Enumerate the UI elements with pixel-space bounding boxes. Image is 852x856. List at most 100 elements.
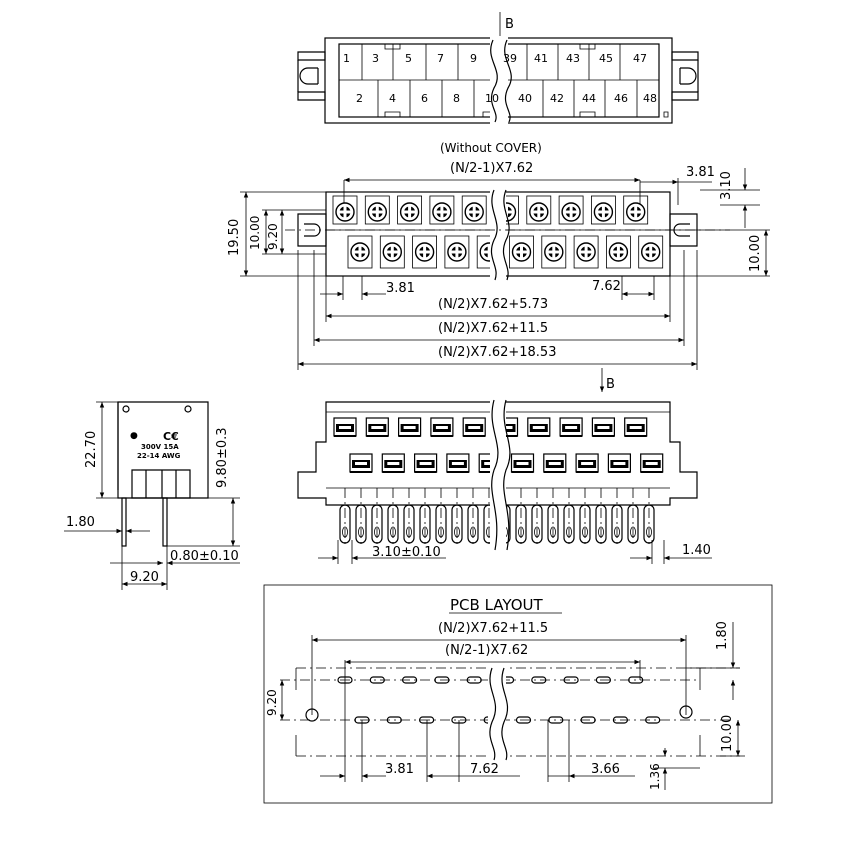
terminal-cell [379,235,405,269]
clip-icon [445,453,470,473]
bottom-pin-label: 46 [614,92,628,105]
pcb-pad-top [466,676,482,684]
pcb-pad-top [402,676,418,684]
top-pin-label: 1 [343,52,350,65]
terminal-cell [429,195,455,225]
terminal-cell [412,235,438,269]
pcb-span-outer: (N/2)X7.62+11.5 [438,621,548,636]
screw-icon [464,202,484,222]
bottom-pin-label: 4 [389,92,396,105]
clip-icon [333,417,357,437]
front-left-total: 19.50 [227,219,242,256]
bottom-pin-label: 10 [485,92,499,105]
terminal-cell [461,195,487,225]
front-span1: (N/2)X7.62+5.73 [438,297,548,312]
front-pitch-right: 7.62 [592,279,621,294]
clip-icon [542,453,567,473]
side-body: 9.80±0.3 [215,427,230,488]
bottom-view: B 3.10±0.10 1.40 [297,368,712,564]
screw-icon [432,202,452,222]
side-pin-width: 1.80 [66,515,95,530]
pcb-pitch-b: 7.62 [470,762,499,777]
screw-icon [561,202,581,222]
side-ul-mark: ● [130,431,138,441]
screw-icon [626,202,646,222]
pcb-pad-bottom [548,716,564,724]
screw-icon [367,202,387,222]
terminal-cell [573,235,599,269]
pcb-pad-bottom [645,716,661,724]
screw-icon [576,242,596,262]
terminal-cell [364,195,390,225]
pcb-pad-top [531,676,547,684]
front-right-row: 10.00 [748,235,763,272]
pcb-pad-top [595,676,612,684]
front-span3: (N/2)X7.62+18.53 [438,345,556,360]
clip-icon [559,417,584,437]
screw-icon [608,242,629,262]
bottom-pin-label: 48 [643,92,657,105]
bottom-pin-pitch: 3.10±0.10 [372,545,441,560]
front-top-span: (N/2-1)X7.62 [450,161,533,176]
front-right-height: 3.10 [719,171,734,200]
clip-icon [349,453,373,473]
side-pin-thk: 0.80±0.10 [170,549,239,564]
pcb-span-inner: (N/2-1)X7.62 [445,643,528,658]
screw-icon [350,242,370,262]
terminal-cell [444,235,470,269]
front-left-b: 9.20 [266,223,280,250]
pcb-right-rows: 10.00 [720,715,735,752]
bottom-pin-dia: 1.40 [682,543,711,558]
screw-icon [382,242,402,262]
terminal-cell [347,235,373,269]
clip-icon [365,417,390,437]
front-note: (Without COVER) [440,141,542,155]
front-screws [332,195,664,269]
top-pin-label: 43 [566,52,580,65]
pcb-pad-top [434,676,450,684]
pcb-pitch-a: 3.81 [385,762,414,777]
clip-icon [429,417,454,437]
top-pin-label: 47 [633,52,647,65]
pcb-left-rows: 9.20 [265,689,279,716]
clip-icon [575,453,600,473]
pcb-pitch-c: 3.66 [591,762,620,777]
bottom-pin-label: 6 [421,92,428,105]
clip-icon [462,417,487,437]
top-pin-label: 41 [534,52,548,65]
bottom-pin-label: 2 [356,92,363,105]
pcb-pad-bottom [386,716,402,724]
pcb-top-right: 1.80 [715,621,730,650]
top-pin-label: 5 [405,52,412,65]
clip-icon [591,417,616,437]
front-left-a: 10.00 [248,216,262,250]
terminal-cell [558,195,584,225]
pcb-layout: PCB LAYOUT (N/2)X7.62+11.5 (N/2-1)X7.62 … [263,584,773,804]
terminal-cell [397,195,423,225]
pcb-pad-bottom [515,716,532,724]
clip-icon [510,453,535,473]
pcb-pad-top [563,676,579,684]
screw-icon [414,242,435,262]
pcb-pad-top [628,676,644,684]
side-pin-pitch: 9.20 [130,570,159,585]
clip-icon [381,453,406,473]
pcb-pad-top [369,676,385,684]
bottom-pin-label: 44 [582,92,596,105]
pcb-bottom-right: 1.36 [648,763,662,790]
terminal-cell [332,195,358,225]
screw-icon [593,202,614,222]
screw-icon [399,202,420,222]
top-pin-label: 3 [372,52,379,65]
terminal-cell [541,235,567,269]
bottom-pin-label: 8 [453,92,460,105]
front-span2: (N/2)X7.62+11.5 [438,321,548,336]
screw-icon [335,202,355,222]
screw-icon [641,242,661,262]
side-label-1: 300V 15A [141,443,179,451]
side-view: ● C€ 300V 15A 22-14 AWG 22.70 9.80±0.3 1… [64,401,240,590]
top-pin-label: 9 [470,52,477,65]
